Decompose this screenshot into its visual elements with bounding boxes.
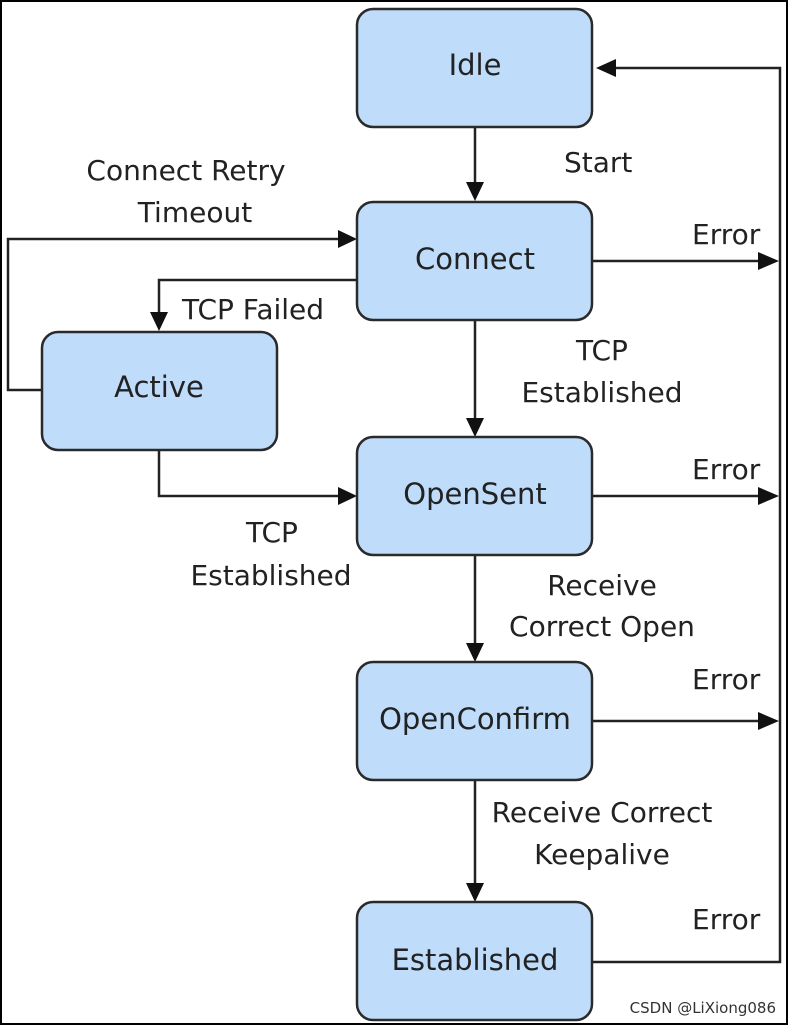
arrowhead-openconfirm-error [758, 712, 779, 730]
arrowhead-connect-error [758, 252, 779, 270]
state-established: Established [355, 900, 594, 1022]
label-error-connect: Error [692, 218, 761, 251]
edge-established-to-idle [592, 66, 782, 964]
state-active-label: Active [114, 370, 204, 404]
label-error-opensent: Error [692, 453, 761, 486]
label-tcp-established-2-line2: Established [190, 559, 351, 592]
state-connect: Connect [355, 200, 594, 322]
watermark-text: CSDN @LiXiong086 [630, 999, 776, 1017]
label-receive-keepalive-line1: Receive Correct [492, 796, 713, 829]
state-opensent: OpenSent [355, 435, 594, 557]
label-connect-retry-line2: Timeout [137, 196, 252, 229]
label-tcp-established-2-line1: TCP [245, 516, 298, 549]
state-established-label: Established [392, 943, 559, 977]
state-openconfirm: OpenConfirm [355, 660, 594, 782]
arrowhead-connect-to-active [150, 312, 168, 331]
state-openconfirm-label: OpenConfirm [379, 702, 571, 736]
label-error-established: Error [692, 903, 761, 936]
arrowhead-opensent-to-openconfirm [466, 643, 484, 662]
state-active: Active [40, 330, 279, 452]
label-tcp-established-1-line2: Established [521, 376, 682, 409]
label-receive-open-line2: Correct Open [509, 610, 695, 643]
state-opensent-label: OpenSent [403, 477, 546, 511]
arrowhead-idle-to-connect [466, 182, 484, 201]
state-idle-label: Idle [449, 48, 502, 82]
label-error-openconfirm: Error [692, 663, 761, 696]
state-connect-label: Connect [415, 242, 535, 276]
edge-active-to-connect [6, 237, 340, 392]
arrowhead-active-to-connect [338, 230, 357, 248]
arrowhead-opensent-error [758, 487, 779, 505]
arrowhead-active-to-opensent [338, 487, 357, 505]
label-tcp-failed: TCP Failed [181, 293, 324, 326]
state-idle: Idle [355, 7, 594, 129]
arrowhead-openconfirm-to-established [466, 883, 484, 902]
label-tcp-established-1-line1: TCP [575, 334, 628, 367]
label-connect-retry-line1: Connect Retry [86, 154, 285, 187]
arrowhead-established-to-idle [596, 59, 616, 77]
edge-connect-to-active [157, 278, 357, 314]
label-receive-keepalive-line2: Keepalive [534, 838, 670, 871]
arrowhead-connect-to-opensent [466, 418, 484, 437]
label-receive-open-line1: Receive [547, 569, 657, 602]
label-start: Start [564, 146, 632, 179]
edge-active-to-opensent [157, 450, 340, 498]
